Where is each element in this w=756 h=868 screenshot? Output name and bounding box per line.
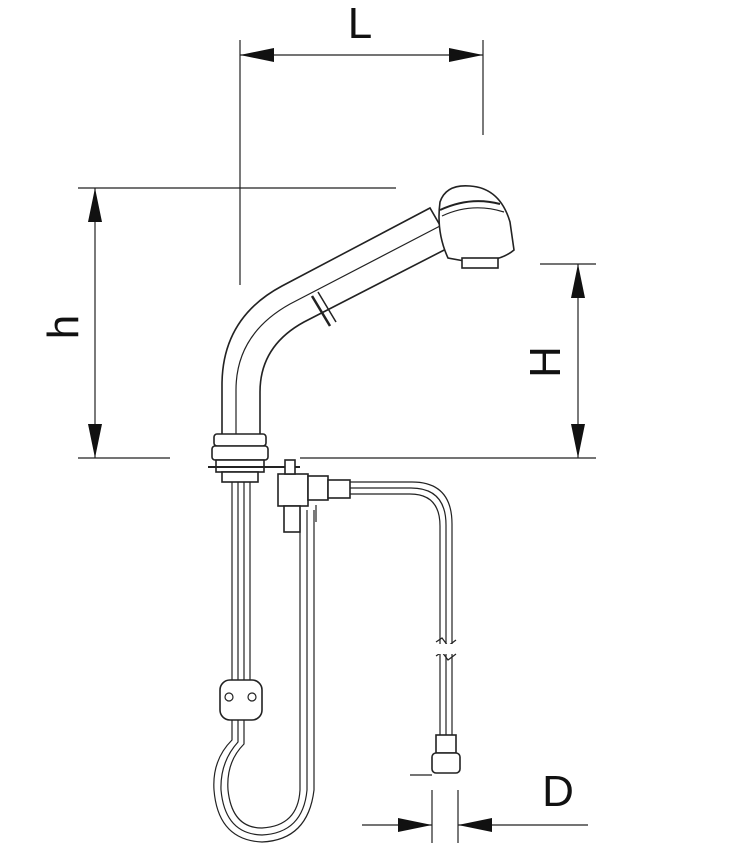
break-mark-top: [435, 637, 457, 647]
dimension-label-D: D: [542, 767, 574, 816]
supply-hose-outer: [350, 481, 453, 735]
hose-loop-inner: [227, 510, 301, 829]
spray-head-band: [439, 200, 501, 211]
dimension-H: H: [300, 263, 596, 459]
dimension-label-h: h: [39, 315, 88, 339]
fitting-1: [307, 475, 329, 501]
dimension-D: D: [362, 767, 588, 843]
dimension-label-L: L: [348, 0, 372, 48]
arrow-right-icon: [398, 818, 432, 832]
supply-hose-mid: [350, 487, 447, 735]
clamp-screw-right: [247, 692, 257, 702]
arrow-up-icon: [571, 264, 585, 298]
end-fitting: [431, 752, 461, 774]
hose-clamp: [219, 679, 263, 721]
arrow-down-icon: [571, 424, 585, 458]
dimension-label-H: H: [521, 346, 570, 378]
faucet-icon: [208, 185, 515, 843]
valve-block: [277, 473, 309, 507]
arrow-left-icon: [458, 818, 492, 832]
arrow-left-icon: [240, 48, 274, 62]
hose-loop-outer: [213, 510, 315, 843]
hose-loop-mid: [220, 510, 308, 836]
base-ring-top: [213, 433, 267, 447]
arrow-up-icon: [88, 188, 102, 222]
spray-head-band-2: [441, 207, 505, 217]
spout-highlight: [235, 225, 441, 438]
end-fitting-nut: [435, 734, 457, 754]
supply-hose-inner: [350, 493, 441, 735]
spray-head: [438, 185, 515, 263]
spout-band-2: [317, 291, 337, 323]
valve-outlet: [283, 505, 301, 533]
valve-stem: [284, 459, 296, 475]
clamp-screw-left: [224, 692, 234, 702]
arrow-right-icon: [449, 48, 483, 62]
dimension-L: L: [239, 0, 484, 285]
arrow-down-icon: [88, 424, 102, 458]
break-gap: [437, 644, 455, 654]
base-ring: [211, 445, 269, 461]
fitting-2: [327, 479, 351, 499]
spout-tube: [221, 206, 454, 439]
spout-band: [310, 295, 332, 327]
spray-nozzle: [461, 257, 499, 269]
dimension-h: h: [39, 187, 396, 459]
shank-nut: [221, 471, 259, 483]
